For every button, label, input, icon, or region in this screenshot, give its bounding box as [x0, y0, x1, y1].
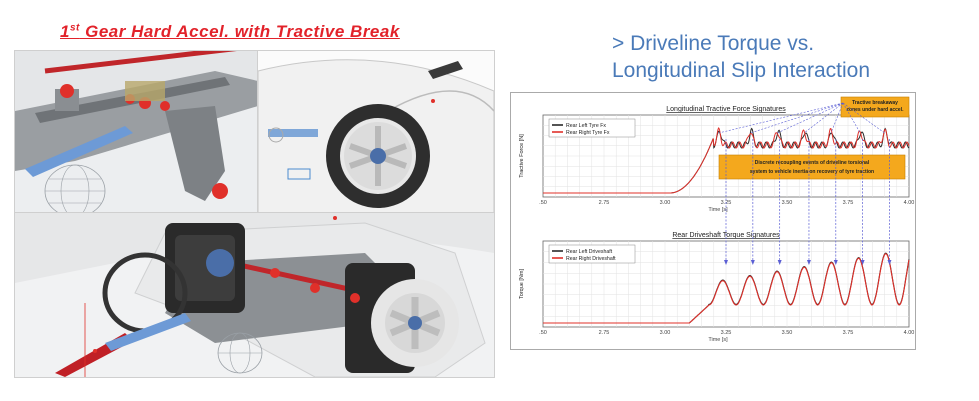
x-tick-label: 4.00 [904, 200, 915, 206]
x-tick-label: 2.75 [599, 200, 610, 206]
annotation-arrowhead [860, 260, 865, 265]
annotation-pointer [830, 102, 844, 134]
legend-label: Rear Left Tyre Fx [566, 123, 606, 129]
annotation-box-recoupling [718, 154, 906, 180]
left-panel-title: 1st Gear Hard Accel. with Tractive Break [60, 22, 400, 41]
legend-label: Rear Right Driveshaft [566, 256, 616, 262]
x-tick-label: 3.00 [660, 200, 671, 206]
x-tick-label: 3.50 [782, 200, 793, 206]
legend-box [548, 118, 636, 138]
wheel-closeup-image [257, 50, 495, 214]
chart-svg: Longitudinal Tractive Force SignaturesTr… [519, 96, 915, 343]
annotation-pointer [803, 102, 844, 134]
annotation-text-recoupling-1: Discrete recoupling events of driveline … [755, 160, 870, 166]
x-tick-label: 3.00 [660, 330, 671, 336]
series-line-rear-right-driveshaft [543, 253, 910, 324]
x-axis-label: Time [s] [708, 337, 728, 343]
x-tick-label: .50 [539, 200, 547, 206]
suspension-render-image [14, 50, 259, 214]
x-axis-label: Time [s] [708, 207, 728, 213]
slide-title: > Driveline Torque vs. Longitudinal Slip… [612, 30, 870, 84]
annotation-pointer [777, 102, 844, 134]
y-axis-label: Torque [Nm] [519, 269, 525, 299]
annotation-pointer [842, 102, 861, 134]
series-line-rear-right-tyre [543, 126, 910, 194]
legend-label: Rear Left Driveshaft [566, 249, 613, 255]
annotation-arrowhead [887, 260, 892, 265]
chart-title: Longitudinal Tractive Force Signatures [666, 106, 786, 113]
annotation-box-breakaway [840, 96, 910, 118]
rear-axle-render-image [14, 212, 495, 378]
x-tick-label: 3.25 [721, 330, 732, 336]
annotation-text-breakaway-2: zones under hard accel. [847, 107, 905, 113]
annotation-pointer [842, 102, 885, 134]
x-tick-label: 4.00 [904, 330, 915, 336]
y-axis-label: Tractive Force [N] [519, 134, 525, 178]
annotation-text-recoupling-2: system to vehicle inertia on recovery of… [750, 169, 874, 175]
legend-label: Rear Right Tyre Fx [566, 130, 610, 136]
annotation-pointer [718, 102, 844, 134]
annotation-arrowhead [806, 260, 811, 265]
x-tick-label: 3.75 [843, 330, 854, 336]
slide-title-line1: > Driveline Torque vs. [612, 32, 815, 55]
x-tick-label: 2.75 [599, 330, 610, 336]
annotation-text-breakaway-1: Tractive breakaway [852, 100, 898, 106]
annotation-arrowhead [777, 260, 782, 265]
x-tick-label: 3.75 [843, 200, 854, 206]
annotation-arrowhead [750, 260, 755, 265]
annotation-arrowhead [724, 260, 728, 265]
annotation-arrowhead [833, 260, 838, 265]
annotation-pointer [750, 102, 844, 134]
slide-title-line2: Longitudinal Slip Interaction [612, 59, 871, 82]
x-tick-label: 3.50 [782, 330, 793, 336]
x-tick-label: .50 [539, 330, 547, 336]
legend-box [548, 244, 636, 264]
